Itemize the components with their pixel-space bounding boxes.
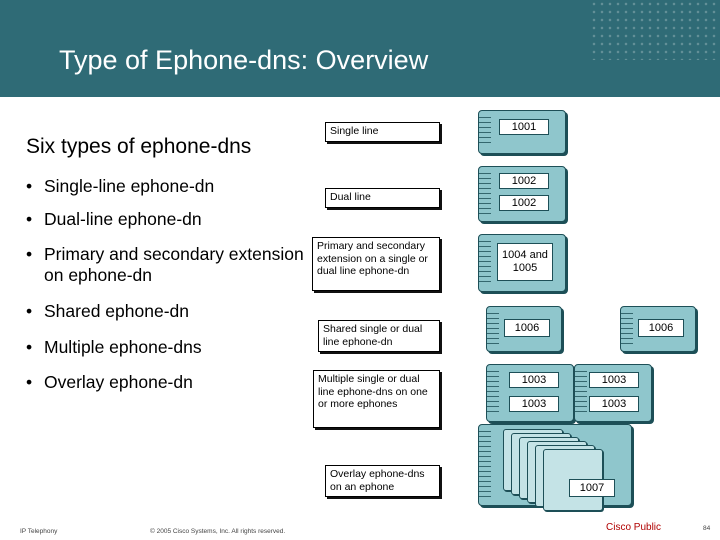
line-key: 1002 — [499, 173, 549, 189]
label-dual-line: Dual line — [325, 188, 440, 208]
phone-primary-secondary: 1004 and 1005 — [478, 234, 566, 292]
phone-shared-a: 1006 — [486, 306, 562, 352]
line-key: 1006 — [638, 319, 684, 337]
footer-course: IP Telephony — [20, 528, 58, 535]
label-single-line: Single line — [325, 122, 440, 142]
line-key: 1002 — [499, 195, 549, 211]
bullet-marker: • — [26, 337, 33, 357]
footer-cisco-public: Cisco Public — [606, 522, 662, 533]
phone-ridge — [487, 371, 499, 415]
header-banner: Type of Ephone-dns: Overview — [0, 0, 720, 97]
bullet-marker: • — [26, 176, 33, 196]
phone-ridge — [479, 173, 491, 215]
line-key: 1004 and 1005 — [497, 243, 553, 281]
line-key: 1001 — [499, 119, 549, 135]
bullet-text: Overlay ephone-dn — [44, 372, 193, 392]
bullet-marker: • — [26, 372, 33, 392]
phone-ridge — [621, 313, 633, 345]
label-shared: Shared single or dual line ephone-dn — [318, 320, 440, 352]
phone-ridge — [479, 241, 491, 285]
header-dot-pattern — [590, 0, 720, 60]
line-key: 1003 — [589, 396, 639, 412]
label-multiple: Multiple single or dual line ephone-dns … — [313, 370, 440, 428]
bullet-text: Shared ephone-dn — [44, 301, 189, 321]
line-key: 1006 — [504, 319, 550, 337]
subtitle: Six types of ephone-dns — [26, 135, 252, 158]
page-title: Type of Ephone-dns: Overview — [59, 45, 429, 75]
phone-ridge — [479, 117, 491, 147]
phone-ridge — [575, 371, 587, 415]
bullet-marker: • — [26, 209, 33, 229]
phone-multiple-b: 1003 1003 — [574, 364, 652, 422]
bullet-text: Dual-line ephone-dn — [44, 209, 202, 229]
bullet-marker: • — [26, 301, 33, 321]
bullet-text: Single-line ephone-dn — [44, 176, 215, 196]
phone-ridge — [479, 431, 491, 499]
line-key: 1003 — [509, 396, 559, 412]
bullet-text: Multiple ephone-dns — [44, 337, 202, 357]
phone-single-line: 1001 — [478, 110, 566, 154]
line-key: 1003 — [509, 372, 559, 388]
bullet-marker: • — [26, 244, 33, 264]
label-overlay: Overlay ephone-dns on an ephone — [325, 465, 440, 497]
phone-dual-line: 1002 1002 — [478, 166, 566, 222]
footer-copyright: © 2005 Cisco Systems, Inc. All rights re… — [150, 528, 286, 535]
phone-ridge — [487, 313, 499, 345]
phone-overlay: 1007 — [478, 424, 632, 511]
label-primary-secondary: Primary and secondary extension on a sin… — [312, 237, 440, 291]
page-number: 84 — [703, 525, 711, 532]
bullet-text: Primary and secondary extension on ephon… — [44, 244, 304, 285]
line-key: 1003 — [589, 372, 639, 388]
phone-multiple-a: 1003 1003 — [486, 364, 574, 422]
phone-shared-b: 1006 — [620, 306, 696, 352]
line-key: 1007 — [569, 479, 615, 497]
